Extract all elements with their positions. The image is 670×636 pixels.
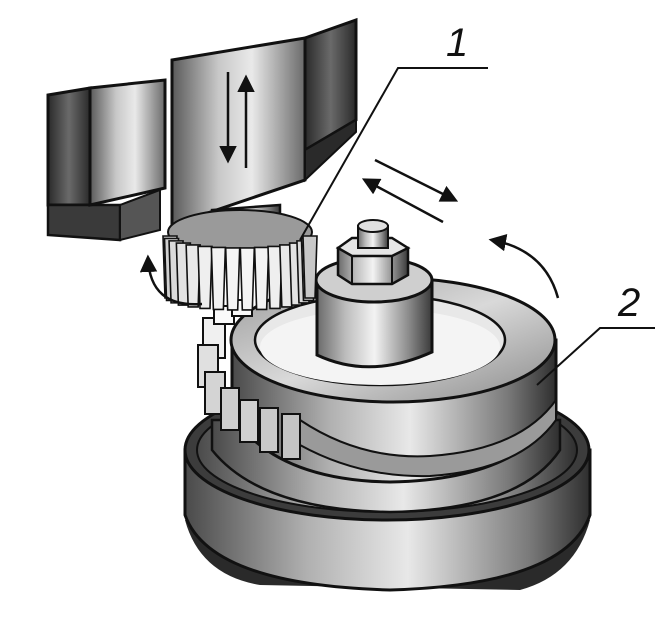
cutter-tooth bbox=[224, 247, 241, 311]
cutter-tooth bbox=[239, 247, 256, 311]
cutter-tooth bbox=[210, 246, 227, 311]
cutter-tooth bbox=[267, 245, 283, 310]
callout-leader-2 bbox=[536, 327, 655, 386]
arbor-shaft bbox=[314, 219, 434, 369]
cutter-ram bbox=[46, 17, 358, 242]
callout-1: 1 bbox=[299, 21, 488, 241]
cutter-tooth bbox=[185, 244, 201, 308]
motion-arrows bbox=[139, 72, 560, 306]
cutter-tooth bbox=[253, 246, 270, 311]
cutter-tooth bbox=[197, 245, 213, 310]
radial-feed-arrow-out bbox=[361, 178, 444, 224]
cutter-tooth bbox=[302, 235, 318, 299]
callout-2: 2 bbox=[536, 281, 655, 386]
callout-label-1: 1 bbox=[446, 21, 468, 65]
callout-label-2: 2 bbox=[617, 281, 640, 325]
radial-feed-arrow-in bbox=[374, 158, 459, 202]
shaping-cutter bbox=[162, 209, 318, 311]
cutter-rotation-arrow bbox=[139, 254, 203, 306]
workpiece-rotation-arrow bbox=[488, 234, 560, 299]
callout-leader-1 bbox=[299, 67, 488, 241]
